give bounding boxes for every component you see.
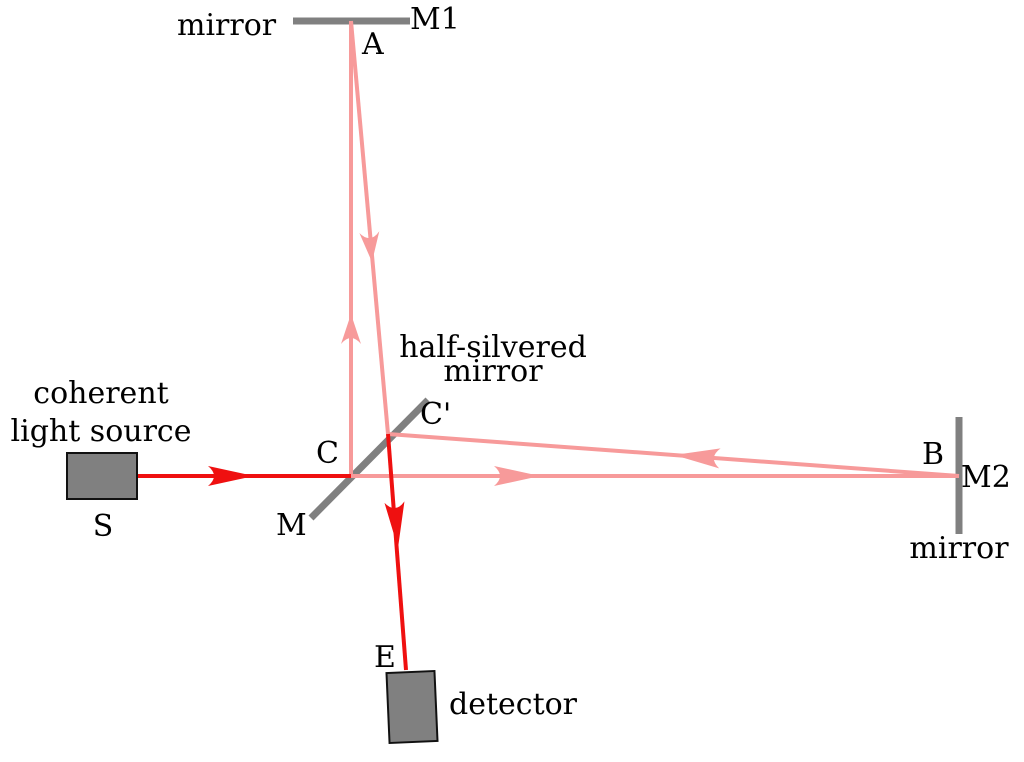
arrowhead-downward [359,231,380,262]
detector-box [385,669,439,745]
label-m2: M2 [961,460,1011,495]
beam-a-to-cprime [349,20,390,435]
label-c: C [316,436,339,471]
arrowhead-upward [341,314,361,344]
arrowhead-rightward [494,466,540,486]
arrowhead-source [208,466,254,486]
label-e: E [374,640,396,675]
light-source-box [66,452,138,500]
label-a: A [361,27,384,62]
arrowhead-detector [384,501,405,548]
beam-cprime-to-e [386,433,408,671]
label-m: M [276,508,307,543]
label-m1: M1 [410,2,460,37]
half-silvered-mirror [308,397,431,521]
arrowhead-return [674,448,721,469]
m1-mirror-caption: mirror [177,8,277,43]
label-c-prime: C' [420,397,451,432]
beam-b-to-cprime [387,432,960,478]
half-silvered-label-line2: mirror [443,354,543,389]
m2-mirror-caption: mirror [909,531,1009,566]
label-s: S [93,509,114,544]
detector-label: detector [449,687,578,722]
half-silvered-label-line1: half-silvered [399,330,587,365]
label-b: B [922,437,944,472]
light-source-label-line2: light source [11,414,192,449]
light-source-label-line1: coherent [33,376,168,411]
